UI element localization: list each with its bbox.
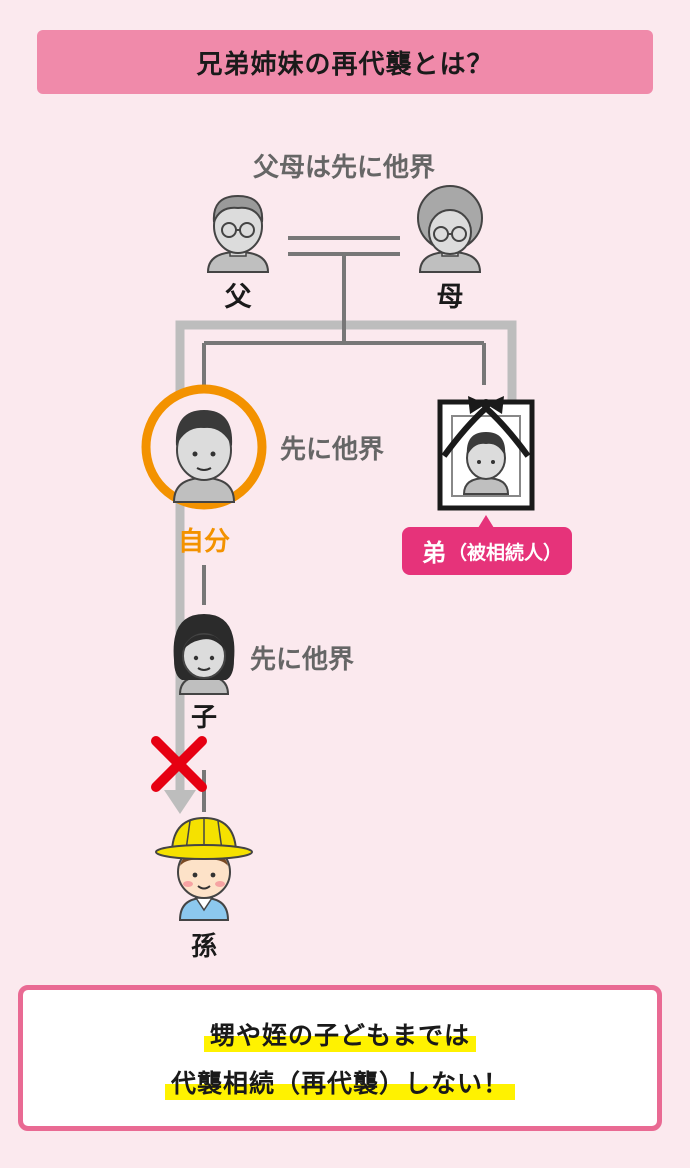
father-label: 父 <box>225 282 253 313</box>
grandchild-label: 孫 <box>191 932 217 962</box>
inheritance-arrow-head <box>164 790 196 814</box>
family-lines <box>202 254 486 812</box>
summary-line-2: 代襲相続（再代襲）しない！ <box>164 1064 515 1100</box>
father-icon <box>206 194 270 273</box>
self-icon <box>141 384 267 510</box>
summary-line-1: 甥や姪の子どもまでは <box>203 1016 476 1052</box>
child-label: 子 <box>191 703 217 733</box>
child-icon <box>173 614 235 695</box>
brother-portrait <box>437 396 535 511</box>
mother-icon <box>417 185 483 273</box>
cross-icon <box>151 736 207 792</box>
self-label: 自分 <box>178 526 230 557</box>
parents-note: 父母は先に他界 <box>253 153 435 183</box>
summary-box: 甥や姪の子どもまでは 代襲相続（再代襲）しない！ <box>18 985 662 1131</box>
brother-tag: 弟 （被相続人） <box>402 515 572 575</box>
child-note: 先に他界 <box>250 645 354 675</box>
mother-label: 母 <box>437 282 464 313</box>
brother-role-label: （被相続人） <box>448 541 562 564</box>
marriage-line <box>288 236 400 256</box>
brother-label: 弟 <box>422 539 446 567</box>
family-tree: 弟 （被相続人） <box>141 153 572 962</box>
self-note: 先に他界 <box>280 435 384 465</box>
grandchild-icon <box>155 816 253 921</box>
page-title: 兄弟姉妹の再代襲とは？ <box>196 49 494 80</box>
title-banner: 兄弟姉妹の再代襲とは？ <box>37 30 653 94</box>
